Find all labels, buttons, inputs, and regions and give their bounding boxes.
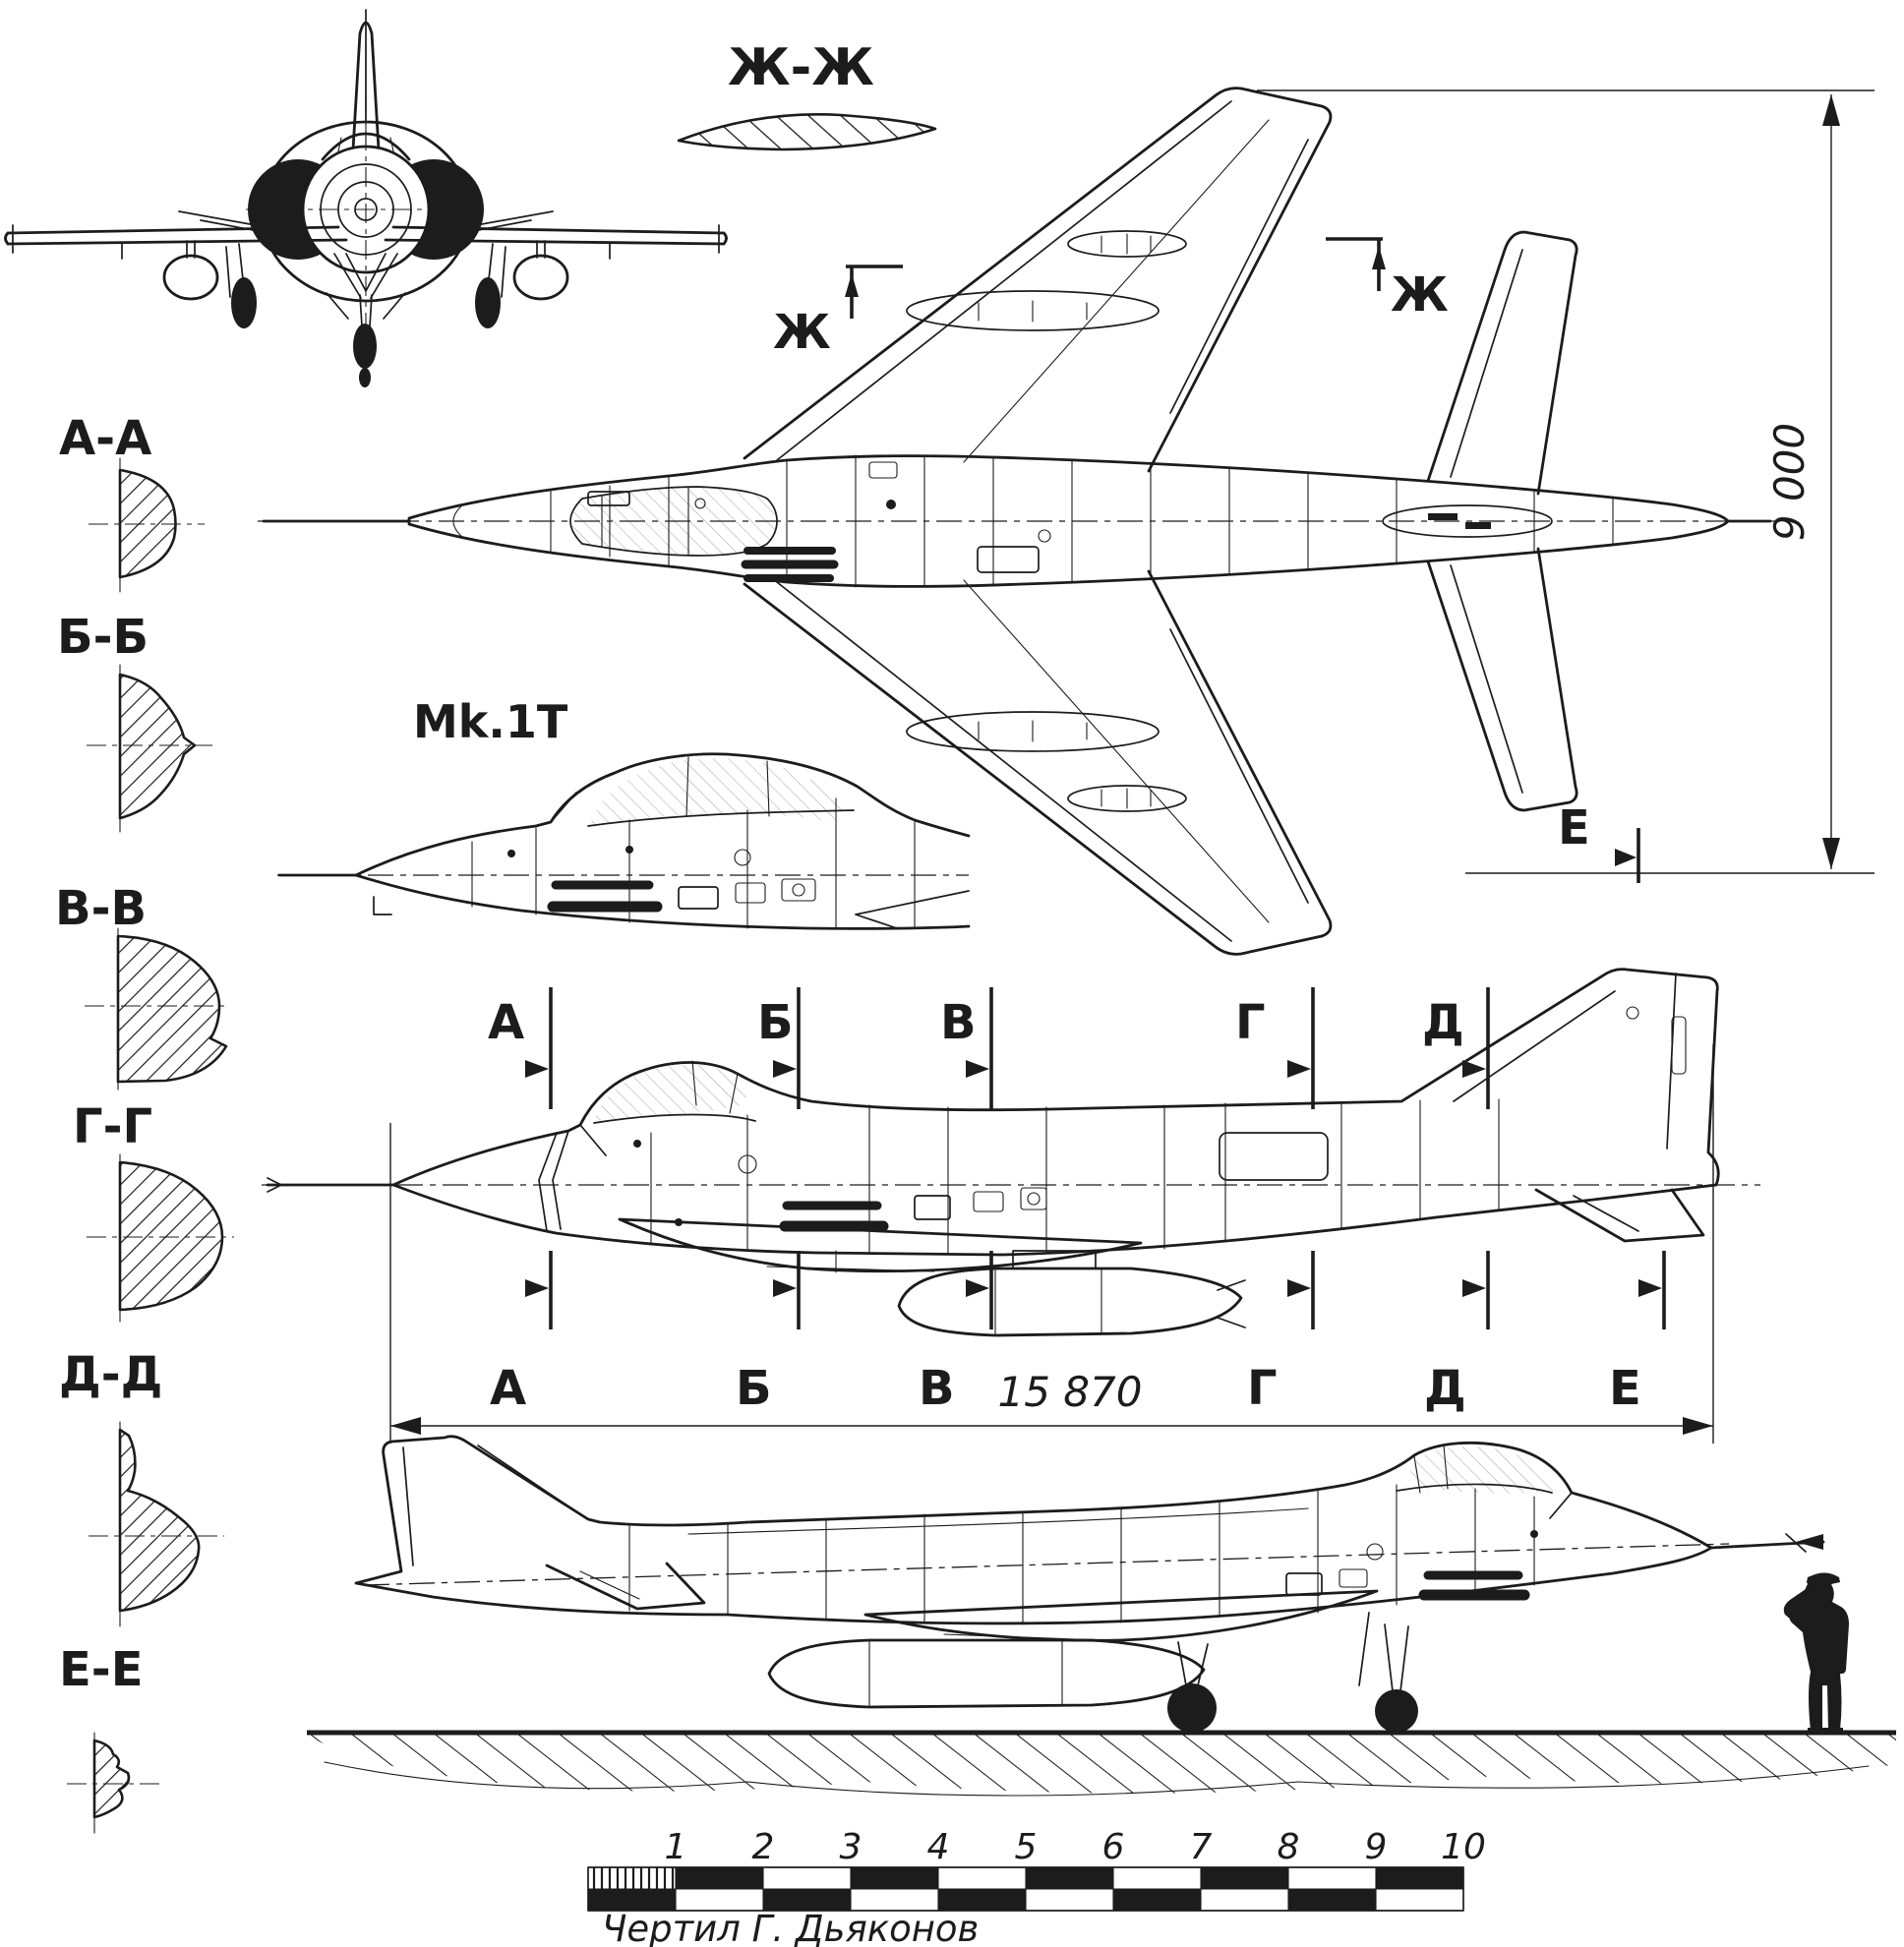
plan-section-marker-wing-right: Ж <box>1326 237 1449 323</box>
trainer-details <box>373 797 970 929</box>
dim-arrow-up-icon <box>1822 94 1840 126</box>
ground-side-view <box>307 1435 1896 1797</box>
airfoil-profile <box>677 113 937 151</box>
marker-bottom-g: Г <box>1247 1361 1278 1416</box>
plan-panel-lines <box>452 454 1614 588</box>
airfoil-label: Ж-Ж <box>728 38 874 97</box>
ground-fuselage-outline <box>354 1435 1713 1625</box>
ground-hatching <box>307 1735 1896 1794</box>
plan-port-wing <box>743 87 1333 473</box>
side-intake <box>538 1130 569 1232</box>
marker-arrow-icon <box>1615 849 1636 866</box>
side-section-markers-bottom: А Б В Г Д Е <box>490 1251 1666 1416</box>
scale-bar: 1 2 3 4 5 6 7 8 9 10 <box>587 1827 1486 1912</box>
section-label-gg: Г-Г <box>73 1099 152 1154</box>
cross-section-gg: Г-Г <box>73 1099 234 1323</box>
cross-section-bb: Б-Б <box>57 610 212 833</box>
variant-label: Mk.1T <box>413 695 568 748</box>
left-drop-tank <box>162 254 219 301</box>
plan-detail-hatches <box>587 461 1051 582</box>
marker-bottom-a: А <box>490 1361 526 1416</box>
ground-details <box>628 1484 1538 1625</box>
marker-top-b: Б <box>757 995 794 1050</box>
cross-section-vv: В-В <box>55 881 230 1091</box>
plan-marker-zh-right-label: Ж <box>1391 267 1449 323</box>
trainer-canopy-glass <box>590 758 848 824</box>
plan-canopy-glass <box>570 487 777 556</box>
rear-wheel <box>1167 1683 1217 1733</box>
marker-top-v: В <box>940 995 977 1050</box>
side-canopy-glass <box>594 1064 747 1121</box>
plan-tail-fairing <box>1382 504 1553 538</box>
side-tailplane <box>1534 1188 1705 1243</box>
trainer-fuselage-outline <box>354 752 971 930</box>
dim-arrow-left-icon <box>390 1417 421 1435</box>
drafter-credit: Чертил Г. Дьяконов <box>602 1908 979 1947</box>
front-wings <box>4 210 728 254</box>
scale-number-5: 5 <box>1015 1827 1038 1867</box>
marker-arrow-icon <box>845 273 859 297</box>
marker-bottom-d: Д <box>1424 1361 1466 1416</box>
scale-number-9: 9 <box>1365 1827 1388 1867</box>
right-drop-tank <box>512 254 569 301</box>
nose-pitot-tip <box>1796 1534 1823 1550</box>
side-belly-tank <box>897 1250 1246 1337</box>
length-dimension-value: 15 870 <box>998 1368 1143 1416</box>
scale-number-2: 2 <box>752 1827 775 1867</box>
side-section-markers-top: А Б В Г Д <box>488 987 1490 1109</box>
span-dimension: 9 000 <box>1257 89 1874 874</box>
cross-section-dd: Д-Д <box>59 1347 224 1627</box>
dim-arrow-right-icon <box>1683 1417 1713 1435</box>
ground-canopy-glass <box>1409 1446 1554 1494</box>
section-label-dd: Д-Д <box>59 1347 162 1402</box>
plan-section-marker-wing-left: Ж <box>773 265 903 360</box>
ground-tailplane <box>545 1562 706 1611</box>
marker-top-g: Г <box>1235 995 1266 1050</box>
scale-number-6: 6 <box>1102 1827 1125 1867</box>
right-main-wheel <box>475 277 501 328</box>
marker-bottom-b: Б <box>736 1361 772 1416</box>
plan-view: Е Ж Ж <box>258 87 1776 956</box>
left-main-wheel <box>231 277 257 328</box>
trainer-nose-view: Mk.1T <box>277 695 971 930</box>
marker-top-d: Д <box>1422 995 1464 1050</box>
section-label-ee: Е-Е <box>59 1642 144 1697</box>
front-wheel <box>1375 1689 1418 1733</box>
plan-port-tailplane <box>1426 230 1578 496</box>
front-view <box>4 9 728 387</box>
section-label-vv: В-В <box>55 881 147 936</box>
plan-section-marker-tail: Е <box>1558 800 1640 883</box>
front-landing-gear-and-stores <box>121 240 611 387</box>
ground-landing-gear <box>1167 1612 1418 1733</box>
human-figure-silhouette <box>1783 1572 1849 1733</box>
ground-belly-tank <box>767 1638 1206 1709</box>
scale-number-3: 3 <box>840 1827 863 1867</box>
marker-bottom-e: Е <box>1609 1361 1641 1416</box>
length-dimension: 15 870 <box>389 1044 1714 1444</box>
marker-bottom-v: В <box>919 1361 955 1416</box>
scale-number-1: 1 <box>665 1827 687 1867</box>
section-label-bb: Б-Б <box>57 610 149 665</box>
cross-section-ee: Е-Е <box>59 1642 161 1834</box>
scale-number-7: 7 <box>1190 1827 1213 1867</box>
side-view: А Б В Г Д А Б В Г Д Е 15 87 <box>262 968 1760 1444</box>
side-details <box>633 1098 1500 1255</box>
marker-arrow-icon <box>1372 246 1386 269</box>
dim-arrow-down-icon <box>1822 838 1840 869</box>
cross-section-aa: А-А <box>59 411 205 593</box>
scale-number-10: 10 <box>1441 1827 1486 1867</box>
scale-number-8: 8 <box>1278 1827 1300 1867</box>
airfoil-section: Ж-Ж <box>677 38 937 151</box>
plan-marker-zh-left-label: Ж <box>773 305 831 360</box>
nose-wheel <box>353 324 377 369</box>
marker-top-a: А <box>488 995 524 1050</box>
scale-number-4: 4 <box>927 1827 950 1867</box>
span-dimension-value: 9 000 <box>1765 423 1814 541</box>
side-fin-details <box>1453 973 1687 1150</box>
section-label-aa: А-А <box>59 411 151 466</box>
plan-marker-e-label: Е <box>1558 800 1590 856</box>
cross-sections-column: А-А Б-Б В-В Г-Г Д-Д <box>55 411 234 1834</box>
